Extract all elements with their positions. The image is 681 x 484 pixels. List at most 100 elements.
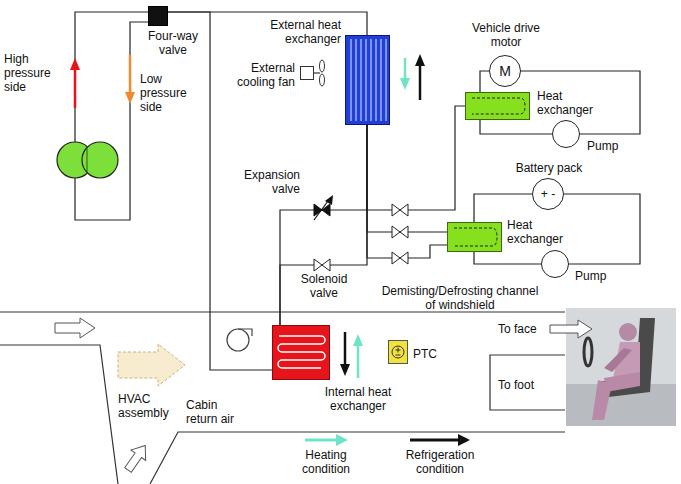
cooling-flow-arrow-head (415, 54, 425, 66)
label-holder: To face (498, 322, 548, 336)
coolant-channel (472, 98, 525, 114)
ptc-detail (389, 341, 407, 363)
heading-holder: Pump (587, 139, 627, 153)
ptc-symbol (396, 348, 401, 356)
refrigerant-pipe (280, 125, 367, 325)
heat-exchanger-fin (386, 39, 387, 121)
component-label: Internal heat exchanger (313, 385, 403, 413)
low-pressure-pipe (75, 22, 148, 220)
outlet-label: To face (498, 322, 548, 336)
heading-holder: External heat exchanger (241, 18, 341, 46)
ptc-symbol (392, 346, 404, 358)
blower-outlet (238, 329, 252, 336)
solenoid-valve-symbol (392, 226, 400, 238)
symbol-text: + - (541, 187, 555, 201)
fresh-air-arrow (55, 318, 95, 338)
fan-shaft (314, 72, 320, 73)
u-detail (448, 223, 501, 251)
legend-text: Heating condition (296, 448, 356, 476)
heading-holder: Heat exchanger (537, 89, 603, 117)
solenoid-valve-symbol (392, 204, 400, 216)
component-label: External heat exchanger (241, 18, 341, 46)
low-pressure-arrow-head (125, 92, 135, 104)
label-holder: Low pressure side (140, 72, 196, 114)
channel-label: Demisting/Defrosting channel of windshie… (376, 284, 544, 312)
legend-entry: Refrigeration condition (400, 448, 480, 476)
duct-wall (0, 345, 118, 484)
label-holder: Solenoid valve (296, 272, 352, 300)
heating-flow-arrow-head (400, 78, 410, 90)
component-label: Heat exchanger (537, 89, 603, 117)
legend-text: Refrigeration condition (400, 448, 480, 476)
heading-holder: Vehicle drive motor (461, 21, 551, 49)
solenoid-valve-symbol (400, 226, 408, 238)
foot-channel (490, 355, 565, 410)
air-inlet-label: Cabin return air (186, 398, 246, 426)
external-cooling-fan: External cooling fan (300, 66, 314, 80)
compressor-lobe (82, 142, 118, 178)
solenoid-valve-symbol (392, 252, 400, 264)
heat-exchanger-fin (351, 39, 352, 121)
pump: Pump (541, 250, 569, 278)
ptc-heater: PTC (388, 340, 408, 364)
face-air-arrow (550, 320, 592, 338)
high-pressure-pipe (75, 12, 148, 142)
coolant-pipe (564, 194, 640, 264)
label-holder: To foot (498, 378, 548, 392)
heat-exchanger-fin (381, 39, 382, 121)
hvac-flow-arrow (118, 344, 185, 386)
legend-cooling-arrow-head (458, 434, 470, 446)
fan-blade (320, 74, 325, 86)
label-holder: Expansion valve (228, 168, 300, 196)
heat-exchanger-fin (366, 39, 367, 121)
legend-entry: Heating condition (296, 448, 356, 476)
symbol-holder: + - (533, 179, 563, 209)
duct-wall (150, 432, 565, 484)
solenoid-valve-symbol (400, 252, 408, 264)
heat-exchanger-fin (376, 39, 377, 121)
high-pressure-arrow (74, 66, 77, 108)
pipe-side-label: High pressure side (4, 52, 56, 94)
legend-heating-arrow (305, 439, 338, 442)
heat-exchanger-fin (356, 39, 357, 121)
battery-heat-exchanger: Heat exchanger (447, 222, 502, 252)
refrigerant-pipe (367, 125, 447, 232)
coolant-channel (454, 228, 497, 246)
coil-detail (273, 326, 329, 379)
expansion-valve-arrow-head (325, 195, 333, 205)
heading-holder: Heat exchanger (507, 218, 573, 246)
refrigerant-pipe (280, 125, 367, 325)
component-label: External cooling fan (223, 61, 295, 89)
solenoid-valve-symbol (400, 204, 408, 216)
legend-cooling-arrow (410, 439, 460, 442)
cooling-flow-arrow (419, 64, 422, 100)
outlet-label: To foot (498, 378, 548, 392)
expansion-valve-symbol (322, 204, 330, 216)
coolant-pipe (480, 120, 552, 134)
heat-exchanger-fin (371, 39, 372, 121)
u-detail (466, 93, 529, 119)
coolant-pipe (474, 252, 541, 264)
label-holder: High pressure side (4, 52, 56, 94)
dummy-arm (604, 348, 632, 372)
solenoid-valve-symbol (322, 259, 330, 271)
label-holder: Demisting/Defrosting channel of windshie… (376, 284, 544, 312)
component-label: Pump (575, 269, 615, 283)
steering-wheel (584, 338, 592, 366)
heading-holder: Pump (575, 269, 615, 283)
fan-blade (320, 60, 325, 72)
heading-holder: External cooling fan (223, 61, 295, 89)
component-label: Four-way valve (137, 29, 209, 57)
component-label: PTC (413, 347, 443, 361)
dummy-head (619, 323, 637, 341)
four-way-valve: Four-way valve (148, 6, 168, 26)
high-pressure-arrow-head (70, 58, 80, 70)
pipe-side-label: Low pressure side (140, 72, 196, 114)
compressor-detail (87, 146, 88, 174)
battery-pack: Battery pack+ - (532, 178, 564, 210)
heat-exchanger-coil (278, 336, 325, 368)
valve-label: Solenoid valve (296, 272, 352, 300)
dummy-leg (592, 380, 612, 420)
